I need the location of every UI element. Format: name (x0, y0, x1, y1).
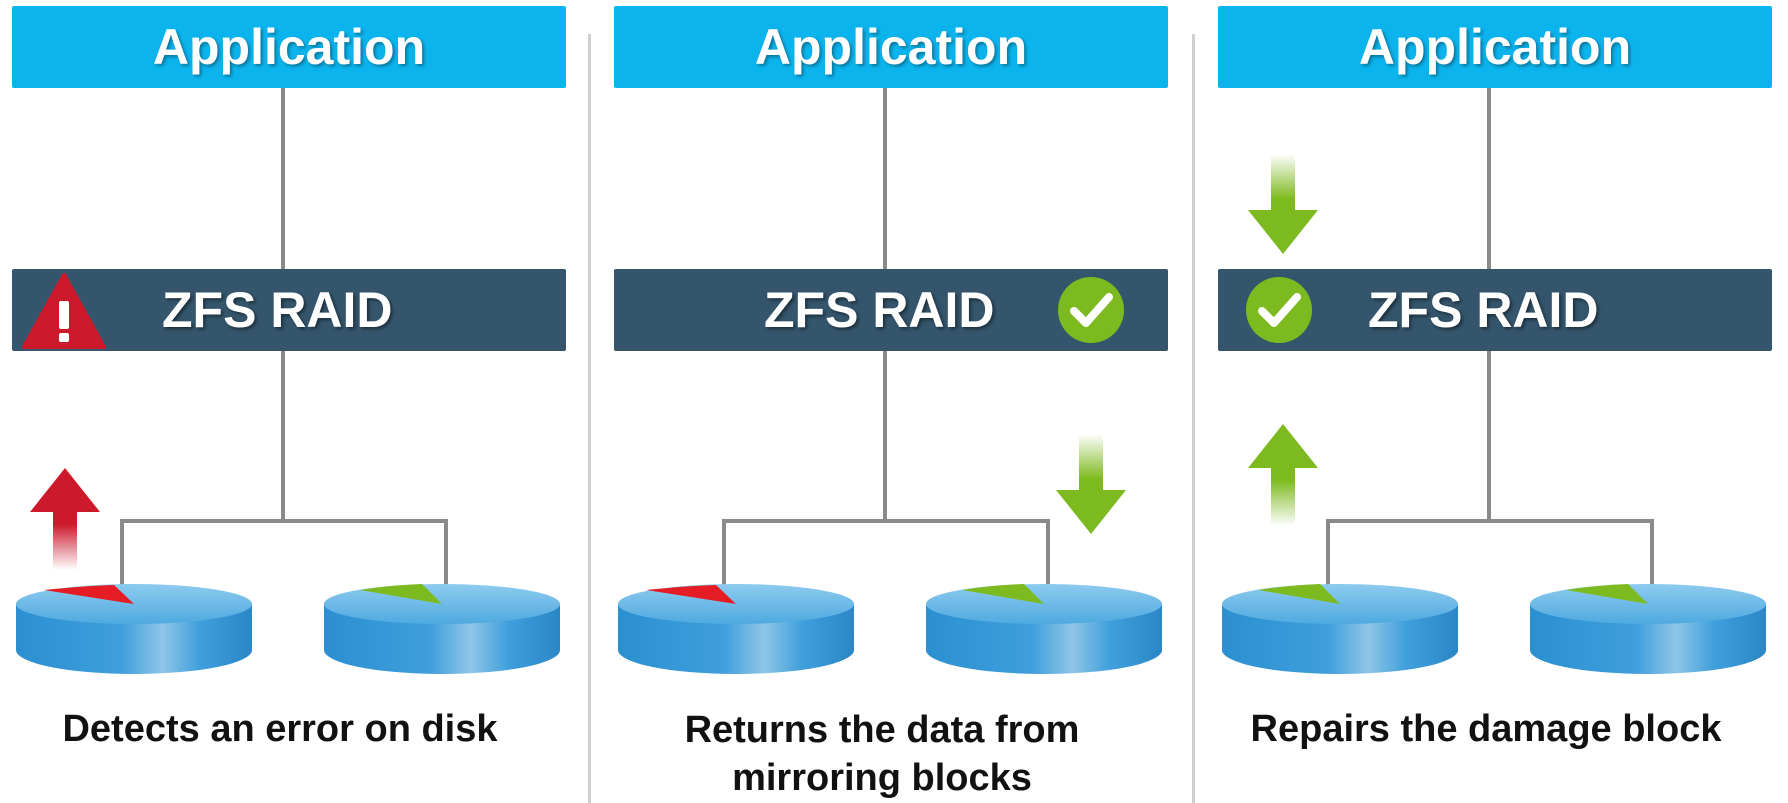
arrow-down-icon (1056, 434, 1126, 534)
divider (588, 34, 591, 803)
application-bar: Application (614, 6, 1168, 88)
disk-left (1222, 584, 1458, 674)
connector-lines (1326, 88, 1654, 590)
caption-line-1: Returns the data from (684, 709, 1080, 751)
disk-right (926, 584, 1162, 674)
zfs-raid-bar: ZFS RAID (12, 269, 566, 351)
divider (1192, 34, 1195, 803)
check-circle-icon (1058, 277, 1124, 343)
panel-repair: Application ZFS RAID Repairs the damage … (1206, 0, 1772, 803)
arrow-up-icon (1248, 424, 1318, 526)
panel-return: Application ZFS RAID Returns the data fr… (602, 0, 1168, 803)
good-block (360, 584, 442, 604)
good-block (962, 584, 1044, 604)
caption: Returns the data from mirroring blocks (602, 706, 1162, 802)
caption: Detects an error on disk (0, 705, 560, 753)
caption-line-1: Repairs the damage block (1250, 708, 1722, 750)
application-bar: Application (1218, 6, 1772, 88)
panel-detect: Application ZFS RAID Detects an error on… (0, 0, 566, 803)
zfs-raid-label: ZFS RAID (764, 282, 995, 338)
check-circle-icon (1246, 277, 1312, 343)
application-bar: Application (12, 6, 566, 88)
disk-right (324, 584, 560, 674)
disk-left (618, 584, 854, 674)
repaired-block (1258, 584, 1340, 604)
zfs-raid-label: ZFS RAID (1368, 282, 1599, 338)
disk-left (16, 584, 252, 674)
caption-line-2: mirroring blocks (732, 757, 1032, 799)
disk-right (1530, 584, 1766, 674)
connector-lines (120, 88, 448, 590)
arrow-up-icon (30, 468, 100, 570)
error-block (646, 585, 736, 604)
zfs-raid-label: ZFS RAID (162, 282, 393, 338)
caption: Repairs the damage block (1206, 705, 1766, 753)
error-block (44, 585, 134, 604)
caption-line-1: Detects an error on disk (62, 708, 498, 750)
good-block (1566, 584, 1648, 604)
arrow-down-icon (1248, 154, 1318, 254)
connector-lines (722, 88, 1050, 590)
warning-triangle-icon (22, 273, 106, 349)
